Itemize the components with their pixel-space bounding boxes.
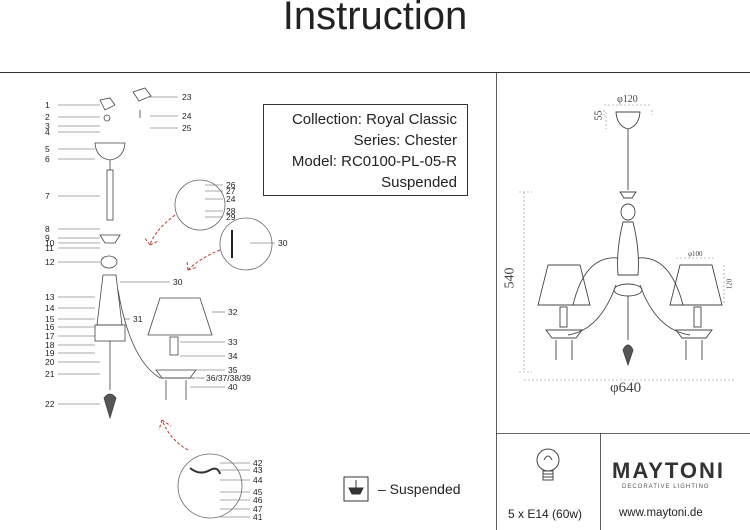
part-label: 20 — [45, 357, 55, 367]
part-label: 30 — [278, 238, 288, 248]
part-label: 7 — [45, 191, 50, 201]
part-label: 27 — [226, 186, 236, 196]
part-label: 32 — [228, 307, 238, 317]
brand-logo: MAYTONI — [612, 458, 726, 483]
part-label: 46 — [253, 495, 263, 505]
series-text: Series: Chester — [353, 132, 457, 149]
part-label: 3 — [45, 121, 50, 131]
exploded-chandelier-drawing — [58, 87, 275, 519]
part-label: 12 — [45, 257, 55, 267]
part-label: 18 — [45, 340, 55, 350]
part-label: 29 — [226, 212, 236, 222]
part-label: 13 — [45, 292, 55, 302]
part-label: 22 — [45, 399, 55, 409]
part-label: 47 — [253, 504, 263, 514]
page-title: Instruction — [282, 0, 468, 38]
type-text: Suspended — [381, 174, 457, 191]
model-info-box: Collection: Royal Classic Series: Cheste… — [263, 104, 468, 196]
part-label: 35 — [228, 365, 238, 375]
part-label: 40 — [228, 382, 238, 392]
overall-width-label: φ640 — [610, 380, 642, 396]
shade-height-label: 120 — [725, 278, 734, 290]
e14-bulb-icon — [536, 448, 560, 481]
model-text: Model: RC0100-PL-05-R — [291, 153, 457, 170]
part-label: 4 — [45, 127, 50, 137]
chandelier-dimension-drawing — [519, 104, 734, 381]
part-label: 1 — [45, 100, 50, 110]
overall-height-label: 540 — [502, 267, 518, 289]
part-label: 11 — [45, 243, 54, 253]
collection-text: Collection: Royal Classic — [291, 111, 457, 128]
suspended-legend: – Suspended — [378, 481, 461, 497]
shade-diameter-label: φ100 — [688, 250, 703, 258]
part-label: 26 — [226, 180, 236, 190]
part-label: 28 — [226, 206, 236, 216]
part-label: 36/37/38/39 — [206, 373, 251, 383]
part-label: 8 — [45, 224, 50, 234]
part-label: 42 — [253, 458, 263, 468]
part-label: 41 — [253, 512, 263, 522]
part-label: 44 — [253, 475, 263, 485]
part-label: 5 — [45, 144, 50, 154]
part-label: 19 — [45, 348, 55, 358]
part-label: 34 — [228, 351, 238, 361]
part-label: 24 — [182, 111, 192, 121]
part-label: 17 — [45, 331, 55, 341]
part-label: 45 — [253, 487, 263, 497]
part-label: 14 — [45, 303, 55, 313]
part-label: 2 — [45, 112, 50, 122]
canopy-height-label: 55 — [593, 110, 605, 121]
part-label: 43 — [253, 465, 263, 475]
part-label: 21 — [45, 369, 55, 379]
part-label: 30 — [173, 277, 183, 287]
part-label: 6 — [45, 154, 50, 164]
top-diameter-label: φ120 — [617, 94, 638, 105]
part-label: 15 — [45, 314, 55, 324]
part-label: 31 — [133, 314, 143, 324]
part-label: 25 — [182, 123, 192, 133]
lamp-spec: 5 x E14 (60w) — [508, 507, 583, 521]
part-label: 24 — [226, 194, 236, 204]
suspended-icon — [343, 476, 369, 502]
brand-url: www.maytoni.de — [619, 507, 703, 519]
part-label: 33 — [228, 337, 238, 347]
part-label: 16 — [45, 322, 55, 332]
brand-tagline: DECORATIVE LIGHTING — [622, 484, 710, 490]
part-label: 9 — [45, 233, 50, 243]
part-label: 23 — [182, 92, 192, 102]
part-label: 10 — [45, 238, 55, 248]
